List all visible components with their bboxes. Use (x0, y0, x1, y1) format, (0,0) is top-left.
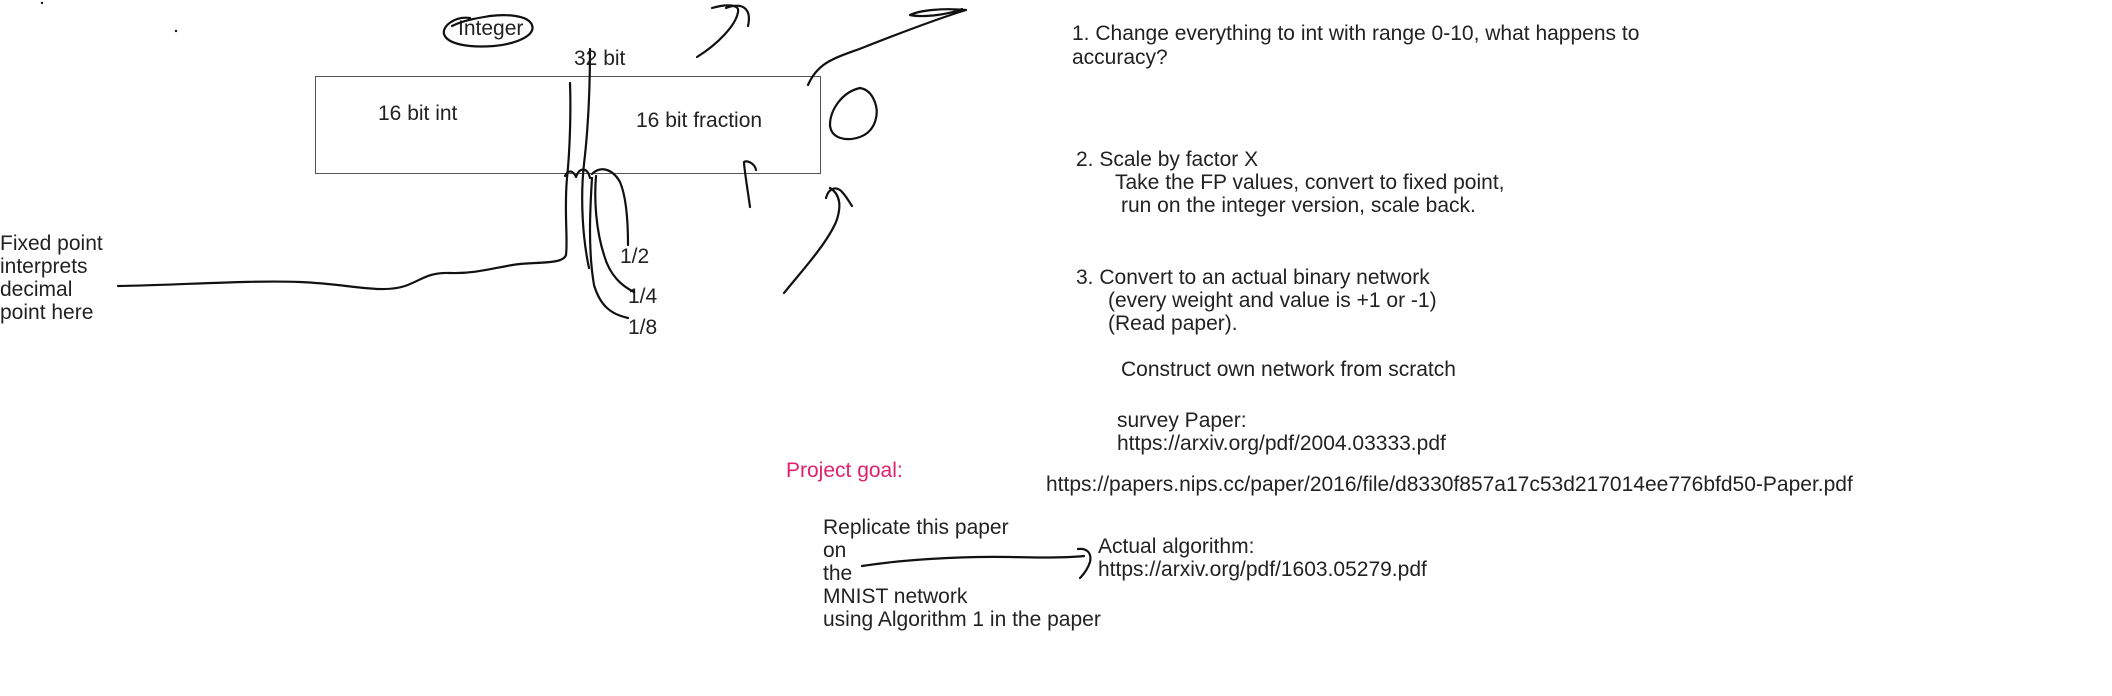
note-item-3-title: 3. Convert to an actual binary network (1076, 266, 1430, 289)
decimal-point-line (518, 81, 572, 266)
fixed-point-arrow (116, 262, 522, 291)
fraction-quarter-label: 1/4 (628, 285, 658, 308)
construct-note: Construct own network from scratch (1121, 358, 1456, 381)
project-goal-text: Replicate this paper on the MNIST networ… (823, 516, 1101, 631)
integer-circle-stroke (442, 14, 534, 48)
algorithm-label: Actual algorithm: (1098, 535, 1255, 558)
note-item-2-title: 2. Scale by factor X (1076, 148, 1259, 171)
decimal-point-line (581, 47, 592, 270)
arrow-stroke (742, 160, 758, 209)
bits-label: 32 bit (574, 47, 626, 70)
goal-arrow (860, 547, 1092, 580)
fixed-point-note: Fixed point interprets decimal point her… (0, 232, 103, 324)
hook-stroke (563, 168, 592, 180)
note-item-2-detail-1: Take the FP values, convert to fixed poi… (1115, 171, 1505, 194)
nips-paper-url[interactable]: https://papers.nips.cc/paper/2016/file/d… (1046, 473, 1853, 496)
note-item-2-detail-2: run on the integer version, scale back. (1121, 194, 1476, 217)
fraction-eighth-label: 1/8 (628, 316, 658, 339)
fraction-part-label: 16 bit fraction (636, 109, 763, 132)
ink-dot (40, 1, 44, 5)
integer-label: Integer (458, 17, 524, 40)
note-item-1: 1. Change everything to int with range 0… (1072, 22, 1640, 69)
project-goal-label: Project goal: (786, 459, 903, 482)
algorithm-url[interactable]: https://arxiv.org/pdf/1603.05279.pdf (1098, 558, 1427, 581)
arrow-stroke (782, 186, 854, 295)
hook-stroke (594, 174, 636, 294)
note-item-3-detail: (every weight and value is +1 or -1) (Re… (1108, 289, 1437, 335)
oval-stroke (828, 86, 878, 141)
hook-stroke (590, 168, 630, 247)
survey-label: survey Paper: (1117, 409, 1247, 432)
scribble-stroke (695, 4, 750, 59)
hook-stroke (588, 176, 630, 320)
ink-dot (174, 29, 178, 33)
int-part-label: 16 bit int (378, 102, 458, 125)
fraction-half-label: 1/2 (620, 245, 650, 268)
survey-url[interactable]: https://arxiv.org/pdf/2004.03333.pdf (1117, 432, 1446, 455)
curve-stroke (806, 7, 968, 87)
